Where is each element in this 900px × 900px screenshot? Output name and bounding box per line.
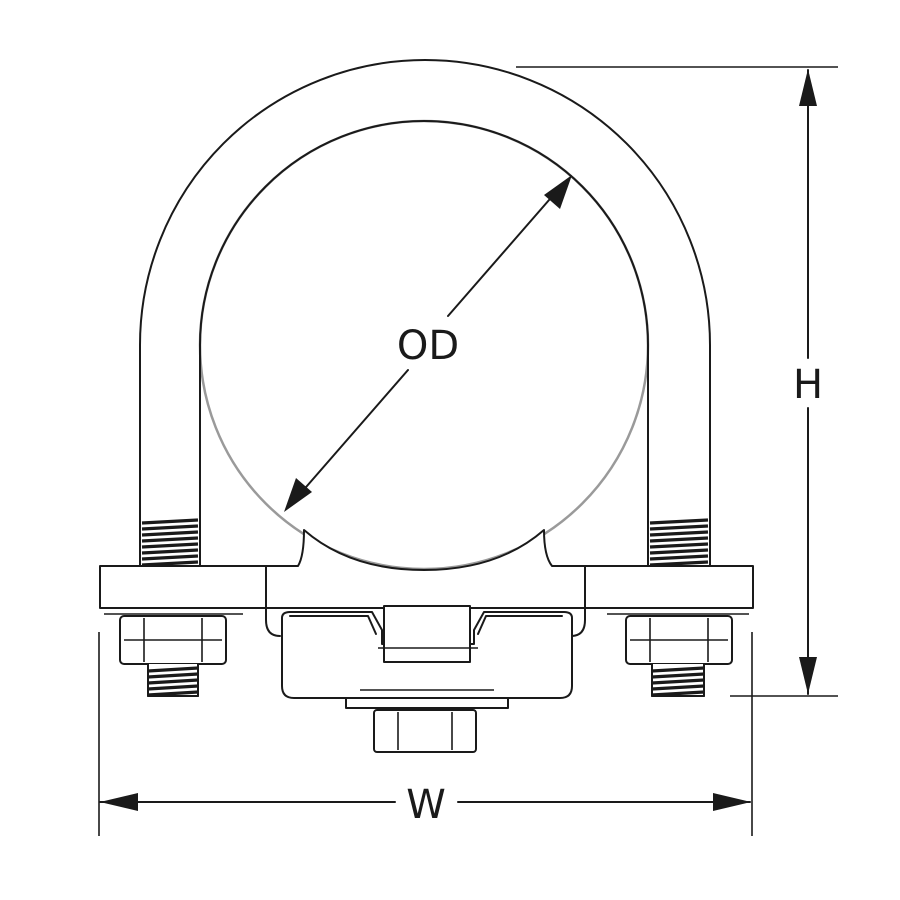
thread-line [649,542,709,549]
right-thread-lower [651,664,705,697]
u-bolt-inner-edge [199,120,649,566]
left-thread-upper [141,516,199,567]
left-plate-ear [99,565,267,609]
thread-line [141,536,199,543]
thread-line [649,560,709,567]
thread-line [141,524,199,531]
height-label: H [793,362,823,408]
clamp-center-block [383,605,471,663]
thread-line [147,690,199,697]
thread-line [147,666,199,673]
thread-line [651,690,705,697]
width-dimension: W [98,632,753,836]
center-nut [373,709,477,753]
u-bolt-outer-edge [139,59,711,566]
thread-line [651,678,705,685]
right-thread-upper [649,516,709,567]
thread-line [147,672,199,679]
width-label: W [406,782,446,828]
right-plate-ear [584,565,754,609]
od-dimension: OD [284,175,572,512]
right-hex-nut [625,615,733,665]
thread-line [649,518,709,525]
thread-line [651,672,705,679]
od-label: OD [397,323,459,369]
thread-line [147,684,199,691]
thread-line [651,666,705,673]
thread-line [147,678,199,685]
thread-line [141,530,199,537]
thread-line [141,542,199,549]
thread-line [141,548,199,555]
thread-line [649,530,709,537]
thread-line [141,554,199,561]
thread-line [141,518,199,525]
thread-line [649,554,709,561]
saddle-center [265,529,586,609]
height-dimension: H [516,66,838,697]
thread-line [649,524,709,531]
clamp-assembly [265,605,586,709]
thread-line [141,560,199,567]
left-hex-nut [119,615,227,665]
thread-line [649,548,709,555]
u-bolt [139,59,711,566]
thread-line [649,536,709,543]
left-thread-lower [147,664,199,697]
thread-line [651,684,705,691]
saddle-plate [99,529,754,615]
